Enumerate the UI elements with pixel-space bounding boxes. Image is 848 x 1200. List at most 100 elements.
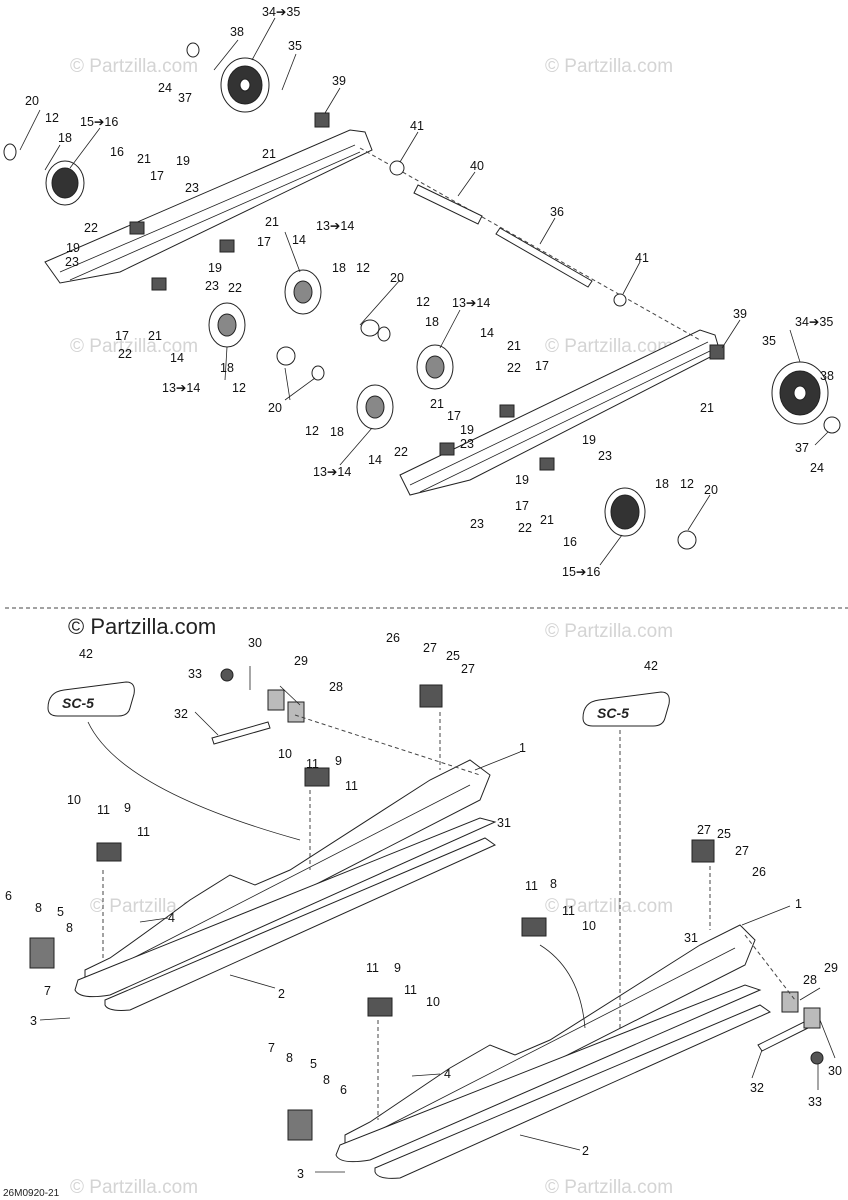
callout-33: 33: [808, 1095, 822, 1109]
callout-29: 29: [824, 961, 838, 975]
callout-12: 12: [416, 295, 430, 309]
callout-20: 20: [25, 94, 39, 108]
callout-4: 4: [168, 911, 175, 925]
callout-19: 19: [515, 473, 529, 487]
callout-19: 19: [176, 154, 190, 168]
callout-8: 8: [286, 1051, 293, 1065]
callout-11: 11: [97, 803, 110, 817]
callout-38: 38: [230, 25, 244, 39]
block-9: [367, 997, 393, 1017]
rear-wheel-top: [220, 57, 270, 113]
callout-25: 25: [717, 827, 731, 841]
watermark-layer: © Partzilla.com © Partzilla.com © Partzi…: [70, 56, 673, 1198]
block-25: [691, 839, 715, 863]
callout-12: 12: [680, 477, 694, 491]
idler-wheels: [208, 269, 454, 430]
callout-22: 22: [518, 521, 532, 535]
callout-26: 26: [386, 631, 400, 645]
callout-35: 35: [288, 39, 302, 53]
callout-13to14: 13➔14: [316, 219, 354, 233]
callout-7: 7: [44, 984, 51, 998]
callout-18: 18: [425, 315, 439, 329]
emblem-text: SC-5: [597, 705, 629, 721]
callout-16: 16: [110, 145, 124, 159]
callout-29: 29: [294, 654, 308, 668]
nut-33: [810, 1051, 824, 1065]
callout-14: 14: [480, 326, 494, 340]
washer-41-a: [389, 160, 405, 176]
callout-37: 37: [795, 441, 809, 455]
callout-23: 23: [460, 437, 474, 451]
callout-28: 28: [803, 973, 817, 987]
callout-11: 11: [137, 825, 150, 839]
callout-25: 25: [446, 649, 460, 663]
callout-6: 6: [5, 889, 12, 903]
callout-6: 6: [340, 1083, 347, 1097]
callout-9: 9: [124, 801, 131, 815]
callout-23: 23: [470, 517, 484, 531]
callout-12: 12: [305, 424, 319, 438]
watermark: © Partzilla.com: [70, 56, 198, 77]
cross-shaft-40: [413, 184, 483, 225]
callout-1: 1: [519, 741, 526, 755]
callout-3: 3: [30, 1014, 37, 1028]
callout-9: 9: [394, 961, 401, 975]
bracket-29: [267, 689, 285, 711]
emblem-42-left: SC-5: [47, 681, 135, 717]
callout-28: 28: [329, 680, 343, 694]
callout-19: 19: [208, 261, 222, 275]
callout-14: 14: [368, 453, 382, 467]
callout-14: 14: [292, 233, 306, 247]
callout-11: 11: [366, 961, 379, 975]
callout-16: 16: [563, 535, 577, 549]
watermark-main: © Partzilla.com: [68, 614, 216, 639]
upper-assembly: 34➔35 38 35 24 37 39 20 12 15➔16 41 18 1…: [3, 5, 841, 579]
block-9: [304, 767, 330, 787]
callout-11: 11: [345, 779, 358, 793]
callout-21: 21: [430, 397, 444, 411]
callout-27: 27: [735, 844, 749, 858]
callout-10: 10: [278, 747, 292, 761]
callout-10: 10: [67, 793, 81, 807]
callout-39: 39: [332, 74, 346, 88]
lower-assembly: SC-5 SC-5: [5, 631, 842, 1181]
watermark: © Partzilla.com: [545, 1177, 673, 1198]
callout-27: 27: [423, 641, 437, 655]
callout-34to35: 34➔35: [795, 315, 833, 329]
callout-20: 20: [704, 483, 718, 497]
callout-17: 17: [150, 169, 164, 183]
slide-2-left: [74, 817, 497, 998]
callout-23: 23: [65, 255, 79, 269]
upper-callouts: 34➔35 38 35 24 37 39 20 12 15➔16 41 18 1…: [25, 5, 834, 579]
callout-21: 21: [262, 147, 276, 161]
callout-2: 2: [278, 987, 285, 1001]
front-wheel-left: [45, 160, 85, 206]
emblem-text: SC-5: [62, 695, 94, 711]
callout-31: 31: [497, 816, 511, 830]
callout-18: 18: [655, 477, 669, 491]
callout-15to16: 15➔16: [562, 565, 600, 579]
block-5: [287, 1109, 313, 1141]
callout-23: 23: [205, 279, 219, 293]
lower-leaders: [39, 666, 836, 1173]
callout-14: 14: [170, 351, 184, 365]
block-5: [29, 937, 55, 969]
rear-wheel-right: [771, 361, 829, 425]
callout-8: 8: [550, 877, 557, 891]
emblem-42-right: SC-5: [582, 691, 670, 727]
callout-13to14: 13➔14: [452, 296, 490, 310]
callout-11: 11: [306, 757, 319, 771]
callout-12: 12: [232, 381, 246, 395]
bracket-28: [781, 991, 799, 1013]
callout-10: 10: [426, 995, 440, 1009]
callout-37: 37: [178, 91, 192, 105]
callout-17: 17: [115, 329, 129, 343]
callout-41: 41: [635, 251, 649, 265]
callout-40: 40: [470, 159, 484, 173]
callout-30: 30: [828, 1064, 842, 1078]
callout-24: 24: [158, 81, 172, 95]
left-rail: [44, 129, 373, 284]
callout-20: 20: [390, 271, 404, 285]
watermark: © Partzilla.com: [70, 336, 198, 357]
block-9: [96, 842, 122, 862]
